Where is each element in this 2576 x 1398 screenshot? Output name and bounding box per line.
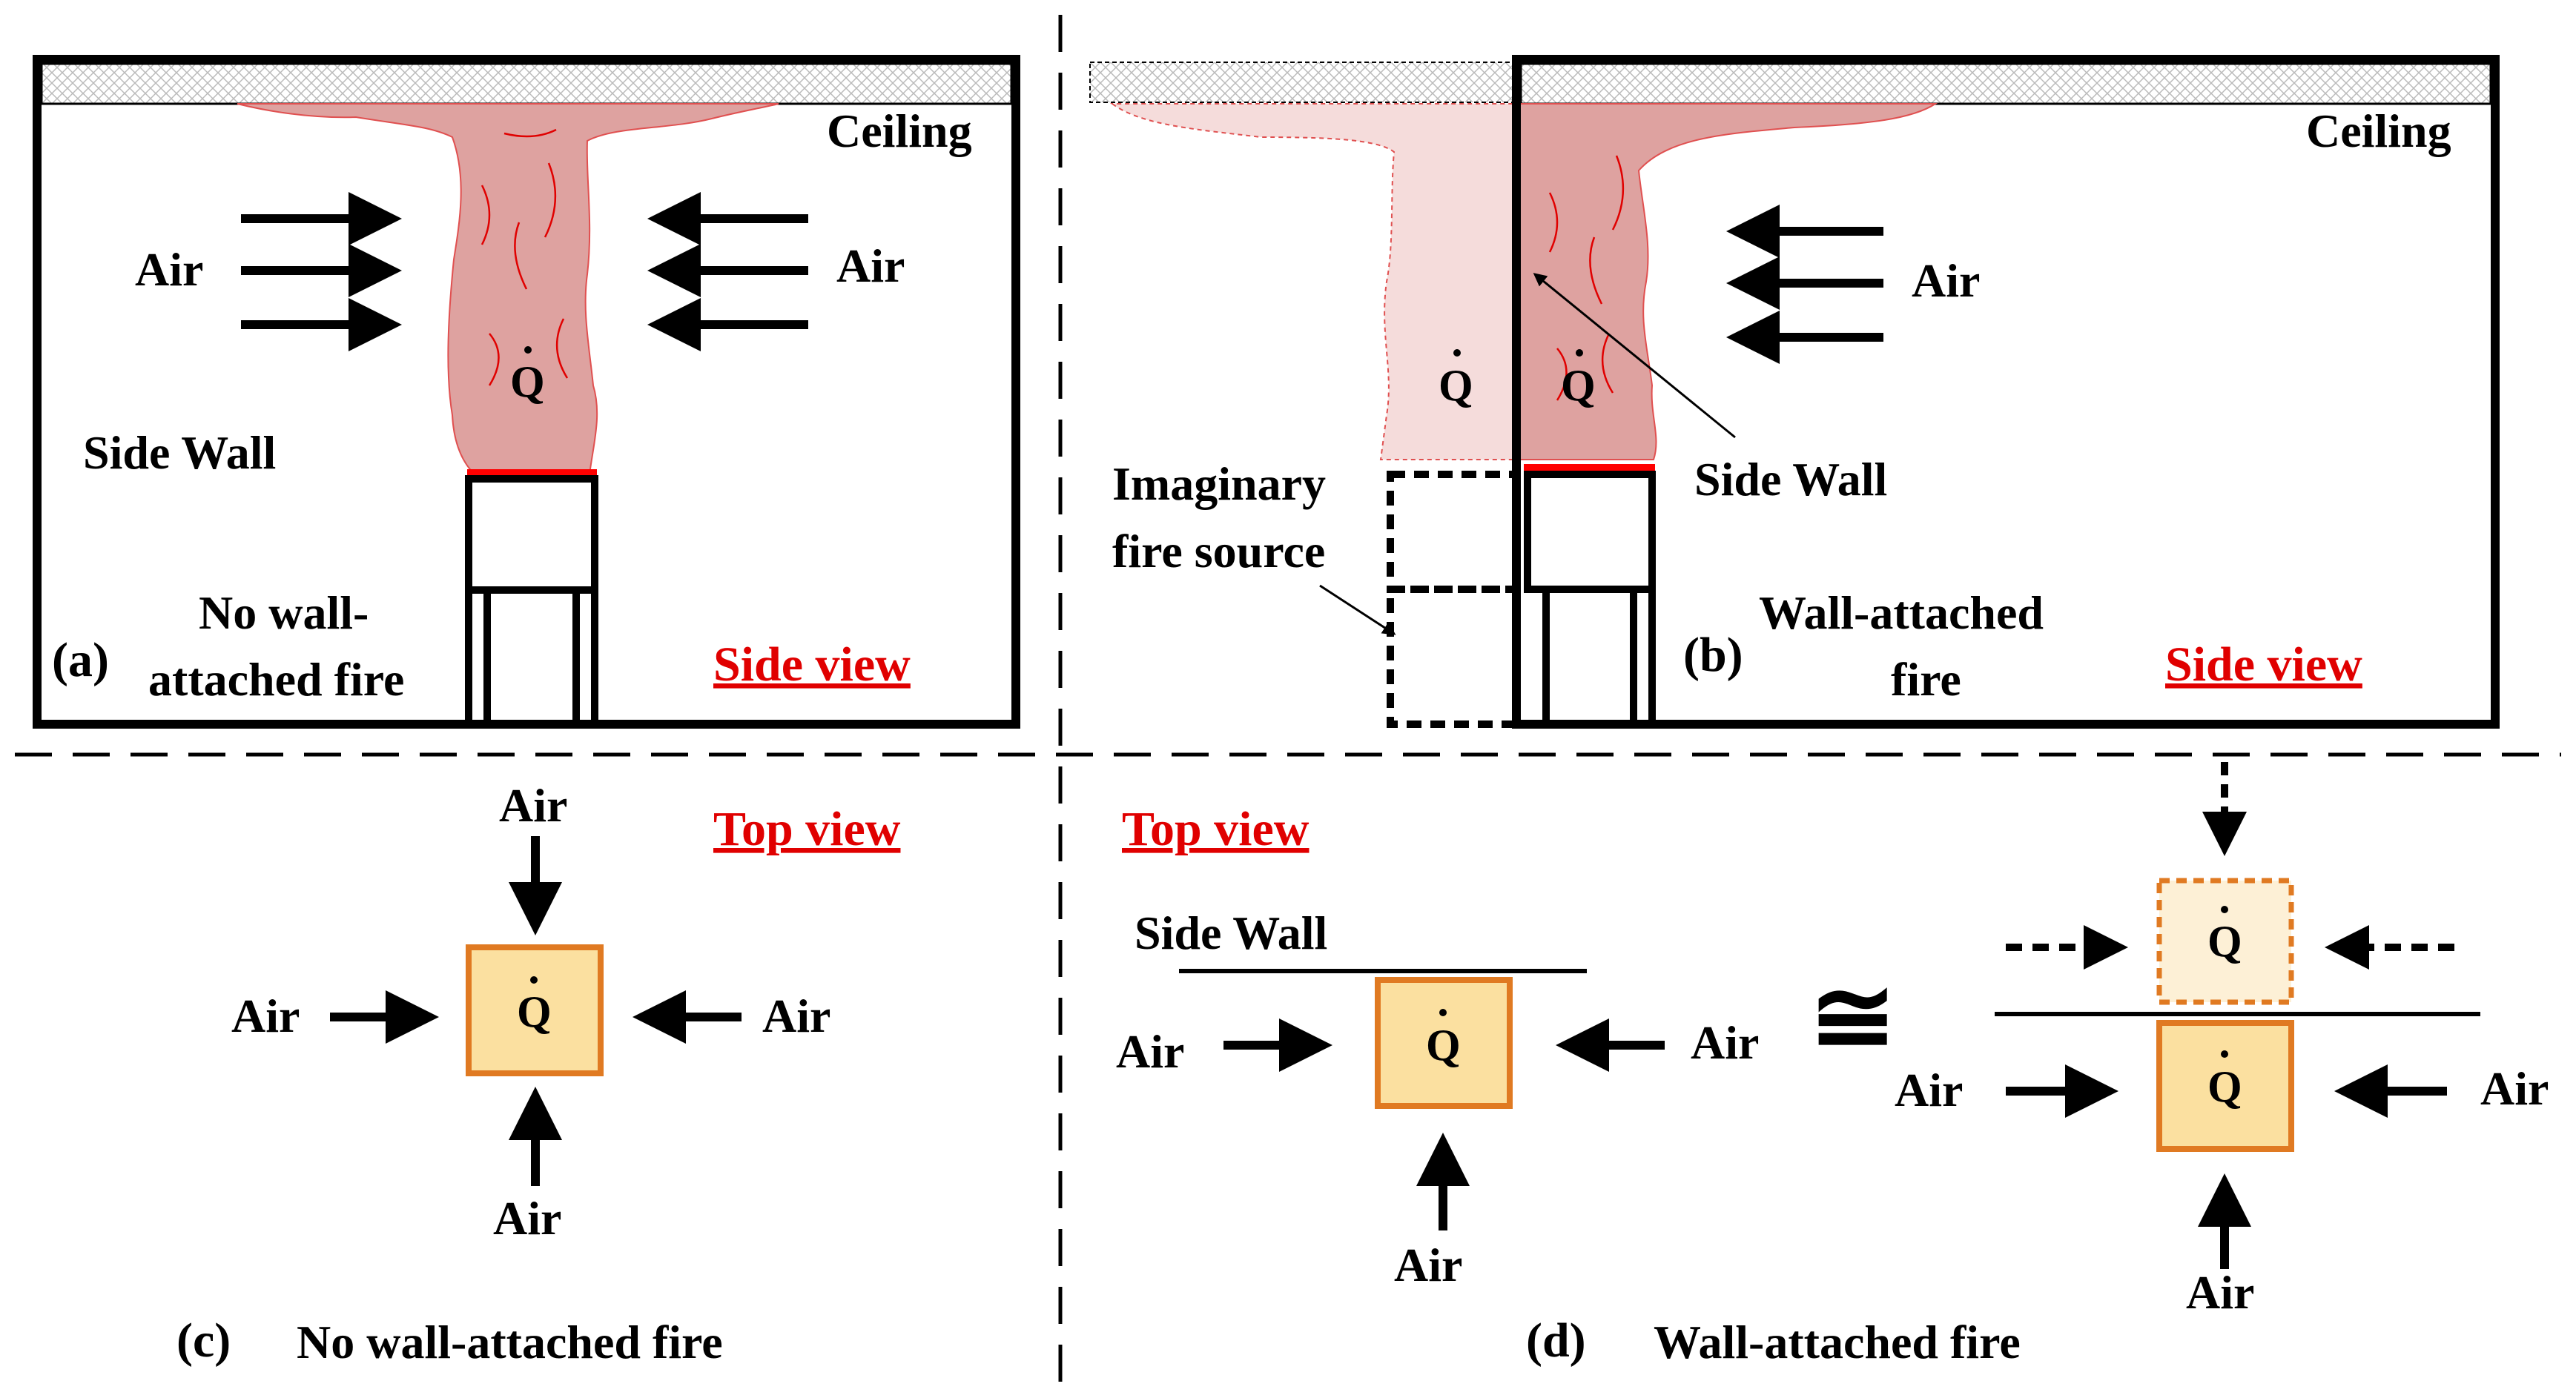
ceiling-label: Ceiling xyxy=(827,105,972,157)
side-view-label: Side view xyxy=(2165,637,2362,692)
fire-plume xyxy=(1516,103,1938,460)
air-label-left-2: Air xyxy=(1895,1064,1963,1116)
caption-line-1: Wall-attached xyxy=(1759,586,2044,639)
flame-texture xyxy=(480,128,569,386)
air-label-left: Air xyxy=(1116,1025,1184,1078)
air-label-bottom: Air xyxy=(493,1192,561,1245)
top-view-label: Top view xyxy=(1122,802,1310,856)
air-label-right: Air xyxy=(762,990,830,1042)
panel-b: Ceiling Air Q Q Side Wall Imaginary fire… xyxy=(1089,55,2500,729)
air-label-right-2: Air xyxy=(2480,1062,2549,1115)
ceiling-label: Ceiling xyxy=(2306,105,2451,157)
equivalence-symbol: ≅ xyxy=(1809,961,1896,1076)
side-wall-label: Side Wall xyxy=(1135,907,1327,959)
panel-d: Top view Side Wall Air Q Air Air ≅ Q Air… xyxy=(1116,762,2549,1368)
air-label-right: Air xyxy=(836,239,905,292)
caption-line-2: attached fire xyxy=(148,653,404,706)
burner-stand-top xyxy=(1524,471,1656,593)
imaginary-label-line-1: Imaginary xyxy=(1112,457,1326,510)
heat-release-label: Q xyxy=(510,357,545,406)
q-dot-imaginary xyxy=(2221,906,2228,913)
panel-tag: (d) xyxy=(1526,1313,1586,1368)
ceiling-layer xyxy=(1519,62,2492,105)
burner-stand-legs xyxy=(465,590,598,724)
q-dot-real xyxy=(1576,349,1583,357)
fire-source-square xyxy=(466,944,604,1076)
caption-line-2: fire xyxy=(1891,653,1961,706)
heat-release-label: Q xyxy=(1426,1021,1461,1070)
air-label-bottom-2: Air xyxy=(2186,1266,2254,1319)
heat-release-imaginary: Q xyxy=(2207,917,2242,966)
q-dot-imaginary xyxy=(1453,349,1461,357)
burner-stand-legs xyxy=(1542,589,1656,724)
panel-tag: (b) xyxy=(1683,628,1743,682)
imaginary-label-line-2: fire source xyxy=(1112,525,1325,577)
side-view-label: Side view xyxy=(713,637,911,692)
ceiling-layer xyxy=(40,62,1013,105)
top-view-label: Top view xyxy=(713,802,901,856)
caption: No wall-attached fire xyxy=(297,1316,723,1368)
imaginary-fire-square xyxy=(2156,878,2294,1005)
heat-release-real: Q xyxy=(2207,1062,2242,1111)
imaginary-pointer xyxy=(1319,584,1396,635)
imaginary-ceiling xyxy=(1089,62,1517,103)
panel-tag: (a) xyxy=(52,633,109,687)
caption: Wall-attached fire xyxy=(1654,1316,2021,1368)
air-label-bottom: Air xyxy=(1394,1239,1462,1291)
air-label-left: Air xyxy=(231,990,300,1042)
air-label: Air xyxy=(1912,254,1980,307)
imaginary-plume xyxy=(1109,103,1517,460)
fire-source-square-2 xyxy=(2156,1020,2294,1152)
q-dot xyxy=(1439,1009,1447,1016)
side-wall-label: Side Wall xyxy=(83,426,276,479)
air-label-right: Air xyxy=(1691,1016,1759,1069)
imaginary-source-bottom xyxy=(1387,586,1520,728)
panel-a: Ceiling Air Air Q Side Wall (a) No wall-… xyxy=(33,55,1020,729)
side-wall-label: Side Wall xyxy=(1694,453,1887,506)
room-outline xyxy=(33,55,1020,729)
fire-source-square xyxy=(1375,977,1513,1109)
flame-texture xyxy=(1548,155,1625,401)
air-label-left: Air xyxy=(135,243,203,296)
q-dot xyxy=(530,976,538,984)
imaginary-source-top xyxy=(1387,471,1520,593)
fire-plume xyxy=(237,103,779,475)
heat-release-real: Q xyxy=(1561,361,1596,410)
q-dot xyxy=(524,346,532,354)
air-label-top: Air xyxy=(499,779,567,832)
q-dot-real xyxy=(2221,1050,2228,1058)
heat-release-label: Q xyxy=(517,987,552,1036)
side-wall-pointer xyxy=(1533,273,1736,439)
panel-tag: (c) xyxy=(176,1313,231,1368)
heat-release-imaginary: Q xyxy=(1439,361,1473,410)
caption-line-1: No wall- xyxy=(199,586,369,639)
panel-c: Top view Air Air Q Air Air (c) No wall-a… xyxy=(176,779,901,1368)
burner-stand-top xyxy=(465,475,598,594)
